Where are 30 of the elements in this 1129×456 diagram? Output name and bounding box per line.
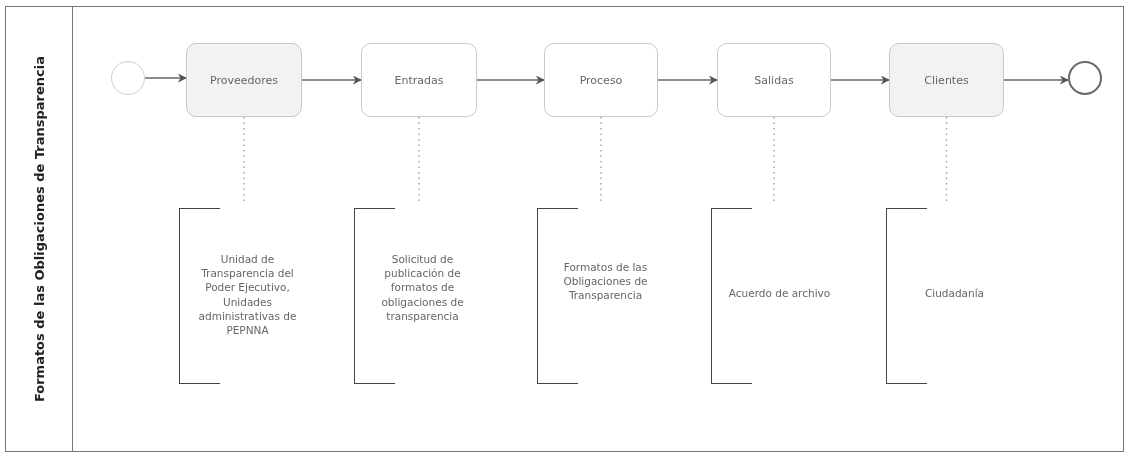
pool-lane: [5, 6, 1124, 452]
pool-title: Formatos de las Obligaciones de Transparencia: [31, 55, 47, 403]
task-box: [361, 43, 477, 117]
annotation-text: Acuerdo de archivo: [728, 286, 831, 301]
start-event-circle: [111, 61, 145, 95]
sequence-arrow: [1003, 75, 1069, 85]
task-box: [889, 43, 1004, 117]
sequence-arrow: [476, 75, 545, 85]
task-box: [717, 43, 831, 117]
task-label: Proveedores: [209, 73, 279, 87]
sequence-arrow: [301, 75, 362, 85]
annotation-text: Unidad de Transparencia del Poder Ejecutivo, Unidades administrativas de PEPNNA: [197, 252, 298, 338]
annotation-text: Formatos de las Obligaciones de Transparencia: [562, 260, 649, 303]
association-line: [600, 116, 602, 203]
association-line: [243, 116, 245, 203]
task-box: [544, 43, 658, 117]
sequence-arrow: [144, 73, 187, 83]
annotation-text: Ciudadanía: [924, 286, 985, 301]
sequence-arrow: [657, 75, 718, 85]
task-label: Salidas: [753, 73, 795, 87]
association-line: [418, 116, 420, 203]
sequence-arrow: [830, 75, 890, 85]
task-label: Entradas: [393, 73, 445, 87]
task-box: [186, 43, 302, 117]
association-line: [945, 116, 948, 203]
association-line: [773, 116, 775, 203]
task-label: Clientes: [923, 73, 970, 87]
task-label: Proceso: [578, 73, 624, 87]
end-event-circle: [1068, 61, 1102, 95]
annotation-text: Solicitud de publicación de formatos de obligaciones de transparencia: [380, 252, 465, 323]
